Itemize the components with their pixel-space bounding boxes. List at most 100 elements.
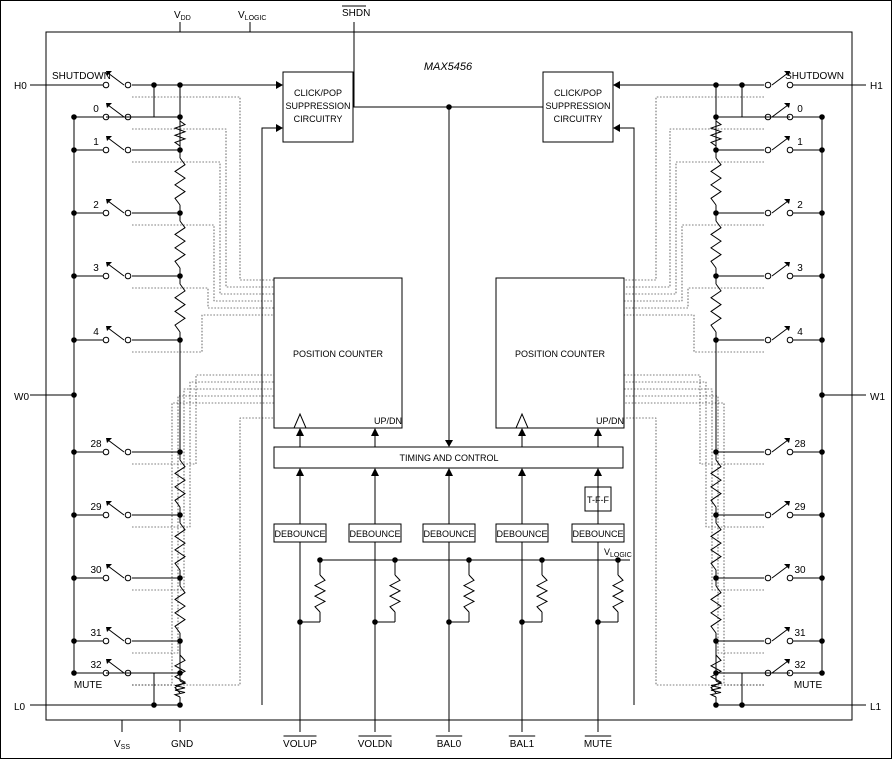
left-tap-29-label: 29 [90,502,102,513]
position-counter-left-label: POSITION COUNTER [293,349,384,359]
left-tap-29-control-line [132,381,274,528]
right-tap-2-contact [764,209,772,217]
left-shutdown-pin [102,81,110,89]
right-tap-4-contact [764,336,772,344]
vss-label: VSS [114,739,130,751]
right-tap-30-blade [771,565,789,579]
l0-label: L0 [14,702,26,713]
left-resistor-3 [174,220,186,269]
right-tap-31-contact [764,637,772,645]
right-tap-30-contact [764,574,772,582]
h1-label: H1 [870,81,883,92]
left-tap-32-bus-node [71,670,77,676]
position-counter-right [495,277,625,429]
left-tap-4-label: 4 [93,327,99,338]
right-tap-3-control-line [624,287,764,309]
right-tap-32-bus-node [819,670,825,676]
click-pop-left-line3: CIRCUITRY [294,114,343,124]
right-tap-4-control-line [624,314,764,353]
right-tap-1-bus-node [819,147,825,153]
right-resistor-3 [710,220,722,269]
right-tap-0-bus-node [819,114,825,120]
pullup-resistor-4 [611,574,625,613]
clock-right-symbol [515,412,529,429]
left-tap-30-pin [102,574,110,582]
right-tap-28-blade [771,439,789,453]
debounce-label-0: DEBOUNCE [274,529,325,539]
left-tap-28-contact [124,448,132,456]
right-tap-29-pin [786,511,794,519]
left-tap-3-label: 3 [93,263,99,274]
right-tap-30-blade-tip [784,564,790,569]
right-tap-30-control-line [624,388,764,591]
right-tap-4-blade [771,327,789,341]
left-tap-31-contact [124,637,132,645]
left-tap-31-control-line [132,395,274,654]
left-tap-2-blade [107,200,125,214]
right-resistor-8 [710,585,722,634]
right-resistor-10 [709,680,723,698]
right-resistor-1 [709,120,723,147]
clock-left-symbol [293,412,307,429]
left-resistor-8 [174,585,186,634]
left-tap-28-pin [102,448,110,456]
left-tap-31-blade [107,628,125,642]
right-tap-31-blade-tip [784,627,790,632]
input-label-4: MUTE [584,739,613,750]
chip-name: MAX5456 [424,61,473,73]
left-shutdown-blade [107,72,125,86]
right-tap-29-blade-tip [784,501,790,506]
debounce-label-2: DEBOUNCE [423,529,474,539]
left-mute-link-node [151,702,157,708]
right-tap-30-label: 30 [794,565,806,576]
left-tap-3-blade [107,263,125,277]
generated-circuitry: SHUTDOWN012342829303132MUTESHUTDOWN01234… [30,71,866,750]
left-tap-30-blade-tip [106,564,112,569]
pullup-node-0 [297,619,303,625]
left-tap-29-contact [124,511,132,519]
left-tap-4-pin [102,336,110,344]
left-tap-1-blade-tip [106,136,112,141]
left-tap-31-label: 31 [90,628,102,639]
pullup-resistor-2 [462,574,476,613]
left-tap-2-pin [102,209,110,217]
left-tap-3-contact [124,272,132,280]
left-resistor-6 [174,459,186,508]
left-tap-2-control-line [132,224,274,302]
right-tap-31-bus-node [819,638,825,644]
debounce-arrow-0 [296,468,304,476]
debounce-arrow-2 [445,468,453,476]
up-dn-left-label: UP/DN [374,416,402,426]
input-label-1: VOLDN [358,739,392,750]
right-tap-30-pin [786,574,794,582]
right-tap-2-pin [786,209,794,217]
right-tap-1-contact [764,146,772,154]
left-tap-29-pin [102,511,110,519]
left-shutdown-contact [124,81,132,89]
left-tap-32-label: 32 [90,660,102,671]
right-tap-29-contact [764,511,772,519]
right-tap-1-control-line [624,161,764,295]
timing-to-counter-arrows [296,428,602,447]
right-tap-1-label: 1 [797,137,803,148]
left-tap-3-blade-tip [106,262,112,267]
shdn-label: SHDN [342,8,370,19]
left-resistor-10 [173,680,187,698]
cp-left-top-arrow [276,81,283,89]
pullup-node-1 [372,619,378,625]
right-tap-32-label: 32 [794,660,806,671]
left-tap-31-bus-node [71,638,77,644]
debounce-label-3: DEBOUNCE [496,529,547,539]
left-tap-30-bus-node [71,575,77,581]
left-tap-2-contact [124,209,132,217]
left-resistor-1 [173,120,187,147]
vlogic-label: VLOGIC [238,10,266,22]
right-tap-3-pin [786,272,794,280]
left-tap-3-bus-node [71,273,77,279]
left-resistor-2 [174,157,186,206]
left-tap-28-blade [107,439,125,453]
right-tap-31-control-line [624,395,764,654]
right-tap-0-label: 0 [797,104,803,115]
click-pop-right [542,71,614,143]
w0-label: W0 [14,392,29,403]
